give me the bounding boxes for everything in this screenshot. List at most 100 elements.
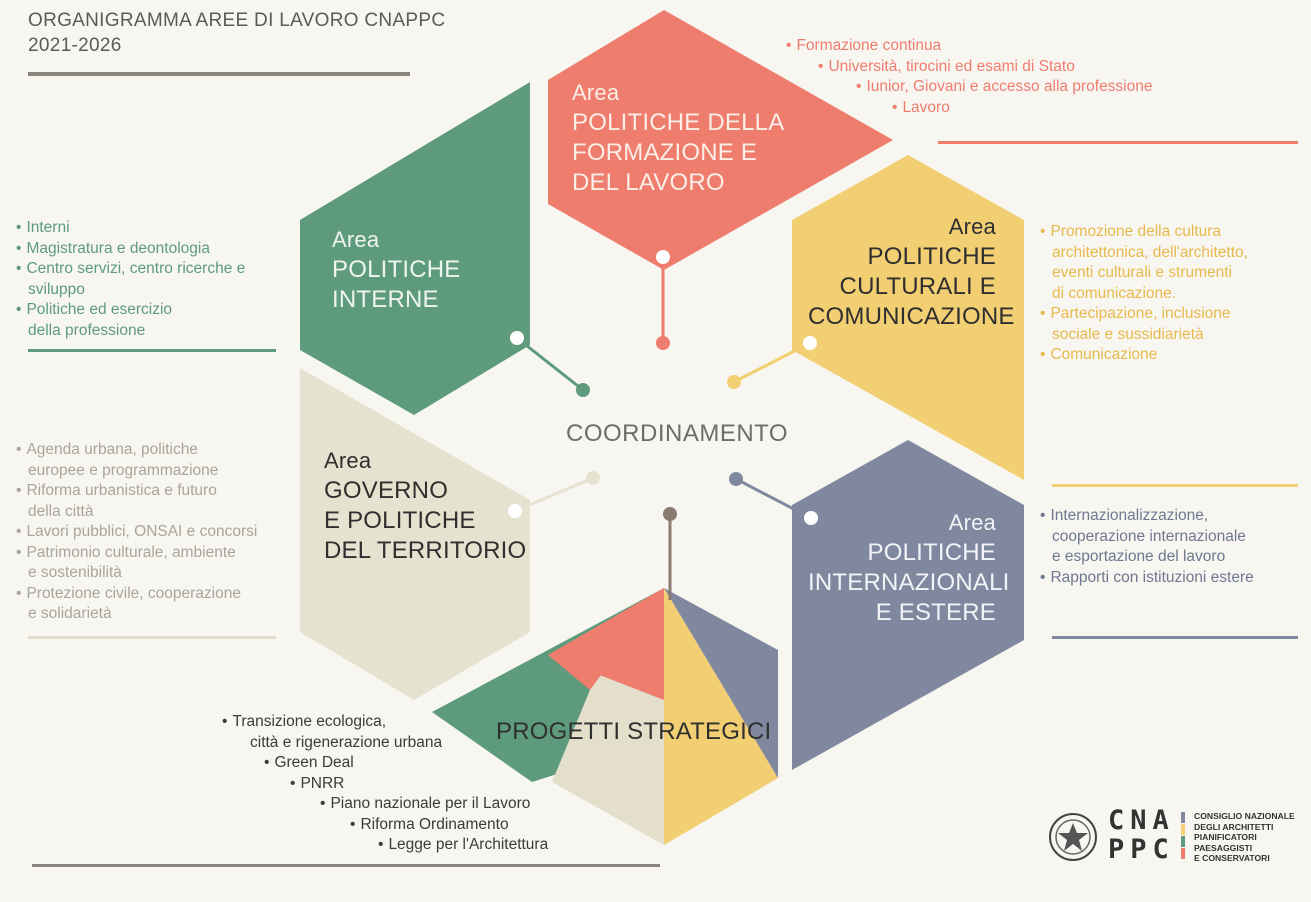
area-interne-shape bbox=[300, 82, 530, 415]
logo-name-line: PAESAGGISTI bbox=[1194, 842, 1253, 853]
node-governo-inner bbox=[586, 471, 600, 485]
strategici-shape bbox=[432, 588, 778, 845]
list-item-continuation: di comunicazione. bbox=[1052, 284, 1177, 302]
rule-formazione bbox=[938, 141, 1298, 144]
list-item: •Università, tirocini ed esami di Stato bbox=[818, 57, 1075, 75]
logo-name-line: E CONSERVATORI bbox=[1194, 853, 1270, 864]
area-governo-shape bbox=[300, 368, 530, 700]
connector-governo bbox=[514, 476, 594, 513]
connector-internazionali bbox=[735, 477, 812, 520]
title-underline bbox=[28, 72, 410, 76]
area-title-line: E ESTERE bbox=[875, 599, 996, 626]
area-title-line: COMUNICAZIONE bbox=[808, 303, 1015, 330]
area-title-line: INTERNE bbox=[332, 286, 439, 313]
logo-bar-yellow bbox=[1181, 824, 1185, 835]
list-item-continuation: della città bbox=[28, 502, 94, 520]
area-title-line: POLITICHE bbox=[867, 243, 996, 270]
rule-culturali bbox=[1052, 484, 1298, 487]
list-item-continuation: e esportazione del lavoro bbox=[1052, 548, 1226, 565]
list-item: •Internazionalizzazione, bbox=[1040, 507, 1209, 524]
list-item: •Transizione ecologica, bbox=[222, 713, 387, 730]
list-item: •Lavori pubblici, ONSAI e concorsi bbox=[16, 523, 258, 540]
list-item: •Partecipazione, inclusione bbox=[1040, 305, 1231, 322]
list-item-continuation: città e rigenerazione urbana bbox=[250, 733, 443, 751]
rule-internazionali bbox=[1052, 636, 1298, 639]
area-word: Area bbox=[324, 448, 372, 473]
area-internazionali-shape bbox=[792, 440, 1024, 770]
culturali-bullets: •Promozione della cultura architettonica… bbox=[1040, 222, 1248, 366]
list-item: •Formazione continua bbox=[786, 37, 942, 54]
page-title-line2: 2021-2026 bbox=[28, 35, 122, 56]
area-title-line: POLITICHE DELLA bbox=[572, 109, 785, 136]
area-formazione-label: Area POLITICHE DELLA FORMAZIONE E DEL LA… bbox=[572, 78, 784, 198]
list-item: •Agenda urbana, politiche bbox=[16, 441, 198, 458]
list-item: •Legge per l'Architettura bbox=[378, 836, 549, 853]
list-item: •Promozione della cultura bbox=[1040, 223, 1222, 240]
list-item-continuation: architettonica, dell'architetto, bbox=[1052, 243, 1248, 261]
area-governo-label: Area GOVERNO E POLITICHE DEL TERRITORIO bbox=[324, 446, 526, 566]
list-item-continuation: e solidarietà bbox=[28, 605, 112, 622]
rule-interne bbox=[28, 349, 276, 352]
logo-acronym-line: PPC bbox=[1108, 834, 1175, 865]
list-item-continuation: sviluppo bbox=[28, 280, 85, 298]
list-item-continuation: europee e programmazione bbox=[28, 461, 219, 479]
area-word: Area bbox=[948, 214, 996, 239]
area-formazione-shape bbox=[548, 10, 893, 270]
node-interne-outer bbox=[510, 331, 524, 345]
strategici-bullets: •Transizione ecologica, città e rigenera… bbox=[222, 712, 548, 856]
area-interne-label: Area POLITICHE INTERNE bbox=[332, 225, 461, 315]
logo-acronym: CNA PPC bbox=[1108, 806, 1175, 864]
coordinamento-label: COORDINAMENTO bbox=[566, 420, 789, 447]
formazione-bullets: •Formazione continua •Università, tiroci… bbox=[786, 36, 1153, 118]
list-item: •Magistratura e deontologia bbox=[16, 239, 210, 257]
connector-interne bbox=[516, 336, 584, 392]
list-item: •Riforma urbanistica e futuro bbox=[16, 482, 217, 499]
area-title-line: E POLITICHE bbox=[324, 507, 476, 534]
list-item: •Green Deal bbox=[264, 754, 354, 771]
logo-name: CONSIGLIO NAZIONALE DEGLI ARCHITETTI PIA… bbox=[1194, 811, 1295, 864]
logo-acronym-line: CNA bbox=[1108, 805, 1175, 836]
logo-name-line: PIANIFICATORI bbox=[1194, 832, 1257, 843]
node-governo-outer bbox=[508, 504, 522, 518]
list-item: •Politiche ed esercizio bbox=[16, 301, 173, 318]
progetti-strategici-label: PROGETTI STRATEGICI bbox=[496, 718, 772, 745]
governo-bullets: •Agenda urbana, politiche europee e prog… bbox=[16, 440, 257, 625]
node-culturali-outer bbox=[803, 336, 817, 350]
page-title-line1: ORGANIGRAMMA AREE DI LAVORO CNAPPC bbox=[28, 10, 446, 31]
rule-strategici bbox=[32, 864, 660, 867]
logo-bar-red bbox=[1181, 848, 1185, 859]
area-title-line: INTERNAZIONALI bbox=[808, 569, 1010, 596]
area-word: Area bbox=[332, 227, 380, 252]
area-title-line: POLITICHE bbox=[332, 256, 461, 283]
area-internazionali-label: Area POLITICHE INTERNAZIONALI E ESTERE bbox=[808, 508, 1010, 628]
area-word: Area bbox=[948, 510, 996, 535]
list-item-continuation: e sostenibilità bbox=[28, 564, 122, 581]
area-title-line: DEL LAVORO bbox=[572, 169, 725, 196]
logo-bar-blue bbox=[1181, 812, 1185, 823]
node-internazionali-inner bbox=[729, 472, 743, 486]
node-interne-inner bbox=[576, 383, 590, 397]
list-item-continuation: eventi culturali e strumenti bbox=[1052, 264, 1233, 281]
logo-bar-green bbox=[1181, 836, 1185, 847]
area-culturali-shape bbox=[792, 155, 1024, 480]
list-item: •Interni bbox=[16, 219, 70, 236]
page-title: ORGANIGRAMMA AREE DI LAVORO CNAPPC 2021-… bbox=[28, 8, 445, 58]
list-item: •Iunior, Giovani e accesso alla professi… bbox=[856, 78, 1153, 95]
list-item: •Lavoro bbox=[892, 98, 950, 116]
rule-governo bbox=[28, 636, 276, 639]
internazionali-bullets: •Internazionalizzazione, cooperazione in… bbox=[1040, 506, 1254, 588]
interne-bullets: •Interni •Magistratura e deontologia •Ce… bbox=[16, 218, 245, 341]
node-formazione-outer bbox=[656, 250, 670, 264]
list-item: •PNRR bbox=[290, 774, 345, 792]
node-internazionali-outer bbox=[804, 511, 818, 525]
area-title-line: DEL TERRITORIO bbox=[324, 537, 527, 564]
area-title-line: GOVERNO bbox=[324, 477, 449, 504]
list-item: •Centro servizi, centro ricerche e bbox=[16, 260, 246, 277]
italian-republic-emblem-icon bbox=[1049, 813, 1097, 861]
logo-name-line: DEGLI ARCHITETTI bbox=[1194, 821, 1274, 832]
list-item: •Riforma Ordinamento bbox=[350, 815, 509, 833]
node-formazione-inner bbox=[656, 336, 670, 350]
area-word: Area bbox=[572, 80, 620, 105]
area-title-line: POLITICHE bbox=[867, 539, 996, 566]
